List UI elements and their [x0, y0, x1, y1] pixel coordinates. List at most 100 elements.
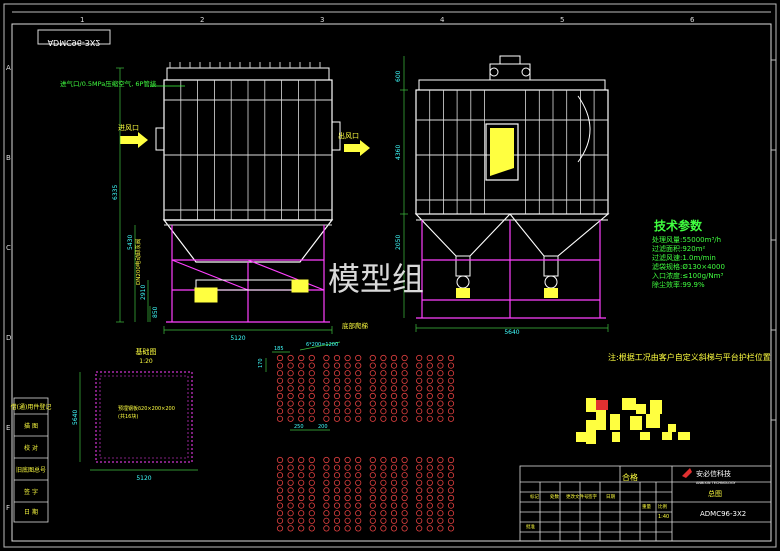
bag-hole	[308, 464, 315, 471]
bag-hole	[287, 415, 294, 422]
bag-hole	[426, 377, 433, 384]
bag-hole	[287, 385, 294, 392]
bag-hole	[323, 479, 330, 486]
bag-hole	[390, 400, 398, 407]
bag-hole	[447, 456, 455, 464]
bag-hole	[426, 354, 433, 362]
bag-hole	[344, 400, 351, 407]
front-view	[120, 62, 370, 323]
bag-hole	[298, 494, 305, 502]
grid-number: 1	[80, 16, 84, 24]
foundation-title: 基础图	[136, 347, 157, 356]
bag-hole	[355, 472, 362, 479]
bag-hole	[355, 479, 362, 486]
bag-hole	[308, 479, 315, 486]
bag-hole	[380, 525, 387, 532]
bag-hole	[344, 464, 351, 471]
bag-hole	[416, 525, 423, 532]
left-table-row: 日 期	[24, 508, 38, 516]
bag-hole	[344, 472, 351, 479]
bag-hole	[287, 472, 294, 479]
bag-dim-c: 250	[294, 424, 304, 430]
bag-hole	[426, 487, 433, 494]
bag-hole	[276, 487, 284, 494]
bag-hole	[390, 385, 398, 392]
bag-hole	[390, 517, 398, 524]
bag-hole	[437, 392, 444, 400]
bag-hole	[416, 479, 423, 486]
bag-hole	[298, 370, 305, 377]
bag-hole	[416, 472, 423, 479]
foundation-width-dim: 5120	[136, 475, 151, 482]
bag-hole	[276, 494, 284, 502]
bag-hole	[333, 502, 341, 509]
bag-hole	[380, 472, 387, 479]
bag-hole	[333, 472, 341, 479]
side-dim-mid: 4360	[395, 145, 402, 160]
bag-hole	[416, 415, 423, 422]
bag-hole	[298, 408, 305, 415]
bag-hole	[426, 370, 433, 377]
bag-hole	[308, 408, 315, 415]
bag-hole	[308, 517, 315, 524]
bag-hole	[298, 456, 305, 464]
bag-hole	[276, 400, 284, 407]
bag-hole	[437, 525, 444, 532]
bag-hole	[437, 370, 444, 377]
bag-hole	[298, 385, 305, 392]
customer-note: 注:根据工况由客户自定义斜梯与平台护栏位置	[608, 352, 771, 362]
inlet-arrow-icon	[120, 132, 148, 148]
bag-hole	[416, 354, 423, 362]
bag-hole	[276, 377, 284, 384]
bag-hole	[390, 472, 398, 479]
bag-hole	[426, 525, 433, 532]
bag-hole	[426, 362, 433, 369]
front-width-dim: 5120	[230, 335, 245, 342]
bag-hole	[437, 362, 444, 369]
bag-hole	[426, 415, 433, 422]
grid-number: 3	[320, 16, 324, 24]
bag-hole	[426, 456, 433, 464]
drawing-name: 总图	[708, 489, 722, 498]
bag-hole	[426, 464, 433, 471]
bag-hole	[437, 472, 444, 479]
bag-hole	[426, 400, 433, 407]
bag-hole	[287, 510, 294, 517]
left-table-row: 签 字	[24, 488, 38, 496]
bag-hole	[390, 415, 398, 422]
bag-hole	[333, 400, 341, 407]
ladder-note: 底部爬梯	[342, 321, 369, 330]
front-dimensions	[116, 67, 333, 334]
bag-hole	[369, 479, 376, 486]
bag-hole	[333, 370, 341, 377]
pixel-art-decoration	[576, 398, 690, 444]
right-grid-ticks	[771, 59, 776, 421]
bag-hole	[333, 479, 341, 486]
bag-hole	[401, 400, 408, 407]
bag-hole	[447, 400, 455, 407]
bag-hole	[426, 510, 433, 517]
grid-numbers-top: 1 2 3 4 5 6	[80, 16, 695, 24]
tech-line: 滤袋规格:Ø130×4000	[652, 262, 725, 271]
foundation-scale: 1:20	[139, 358, 153, 365]
bag-hole	[287, 517, 294, 524]
drawing-number-mirrored: ADMC96-3X2	[48, 38, 101, 47]
bag-hole	[333, 487, 341, 494]
bag-dim-d: 200	[318, 424, 328, 430]
bag-hole	[298, 502, 305, 509]
bag-hole	[426, 408, 433, 415]
left-table-row: 校 对	[24, 444, 38, 452]
bag-hole	[323, 354, 330, 362]
inlet-label: 进风口	[118, 124, 139, 132]
bag-hole	[390, 502, 398, 509]
bag-hole	[447, 362, 455, 369]
bag-hole	[437, 479, 444, 486]
bag-hole	[369, 517, 376, 524]
bag-hole	[355, 464, 362, 471]
title-col-label: 比例	[658, 503, 667, 510]
watermark: 模型组	[328, 260, 424, 298]
bag-hole	[416, 464, 423, 471]
bag-hole	[276, 464, 284, 471]
inlet-air-label: 进气口/0.5MPa压缩空气, 6P管接	[60, 79, 157, 88]
pipe-note: DN200电动卸灰阀	[134, 239, 142, 285]
